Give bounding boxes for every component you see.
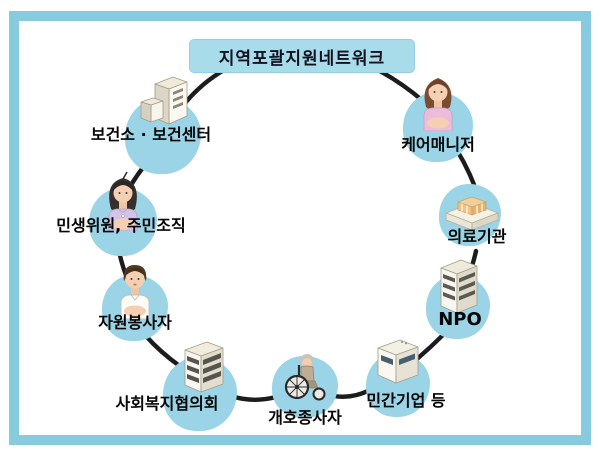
care-manager-woman-icon bbox=[423, 78, 453, 131]
diagram-title-label: 지역포괄지원네트워크 bbox=[218, 48, 386, 69]
node-label: 자원봉사자 bbox=[98, 313, 172, 332]
node-label: NPO bbox=[438, 309, 482, 330]
node-label: 민간기업 등 bbox=[366, 391, 446, 410]
connector-line bbox=[143, 333, 184, 370]
npo-building-icon bbox=[440, 259, 478, 314]
node-label: 개호종사자 bbox=[268, 408, 342, 427]
medical-institution-building-icon bbox=[445, 196, 499, 231]
care-worker-wheelchair-icon bbox=[284, 354, 326, 401]
health-center-building-icon bbox=[140, 76, 188, 125]
connector-line bbox=[331, 387, 373, 399]
node-label: 의료기관 bbox=[447, 227, 507, 246]
diagram-title: 지역포괄지원네트워크 bbox=[189, 39, 415, 73]
private-company-building-icon bbox=[377, 339, 419, 384]
node-label: 사회복지협의회 bbox=[115, 394, 219, 413]
node-label: 보건소 · 보건센터 bbox=[90, 125, 212, 144]
welfare-council-building-icon bbox=[184, 341, 224, 393]
connector-line bbox=[183, 67, 227, 105]
resident-committee-woman-icon bbox=[108, 171, 138, 231]
connector-line bbox=[228, 393, 279, 402]
volunteer-man-icon bbox=[120, 265, 150, 319]
node-label: 민생위원, 주민조직 bbox=[56, 216, 186, 235]
node-label: 케어매니저 bbox=[401, 135, 475, 154]
